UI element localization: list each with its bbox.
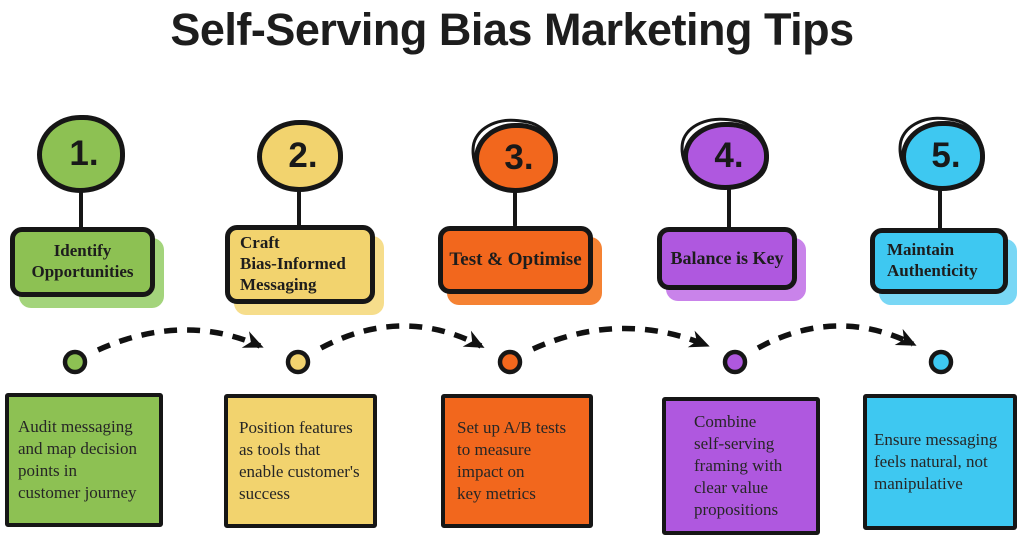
step-1-dot xyxy=(62,349,88,375)
step-1-note: Audit messaging and map decision points … xyxy=(18,416,137,503)
step-4-note: Combine self-serving framing with clear … xyxy=(694,411,783,520)
step-3-note-box: Set up A/B tests to measure impact on ke… xyxy=(441,394,593,528)
step-4-note-box: Combine self-serving framing with clear … xyxy=(662,397,820,535)
step-1-note-box: Audit messaging and map decision points … xyxy=(5,393,163,527)
step-5-title: Maintain Authenticity xyxy=(887,240,978,280)
step-1-connector-line xyxy=(79,189,83,229)
step-5-number: 5. xyxy=(931,136,961,175)
step-4-connector-line xyxy=(727,187,731,229)
step-5-note-box: Ensure messaging feels natural, not mani… xyxy=(863,394,1017,530)
step-2-note-box: Position features as tools that enable c… xyxy=(224,394,377,528)
arrow-1 xyxy=(96,327,264,353)
step-5-note: Ensure messaging feels natural, not mani… xyxy=(874,429,998,494)
step-3-number-circle: 3. xyxy=(474,123,558,193)
step-2-title: Craft Bias-Informed Messaging xyxy=(240,233,346,294)
step-5-number-circle: 5. xyxy=(901,121,985,191)
step-3-note: Set up A/B tests to measure impact on ke… xyxy=(457,417,567,504)
step-2-number-circle: 2. xyxy=(257,120,343,192)
arrow-2 xyxy=(319,323,485,351)
page-title: Self-Serving Bias Marketing Tips xyxy=(170,4,854,55)
step-3-dot xyxy=(497,349,523,375)
step-4-number-circle: 4. xyxy=(683,122,769,190)
arrow-3 xyxy=(531,325,710,352)
step-3-number: 3. xyxy=(504,138,534,177)
step-5-title-box: Maintain Authenticity xyxy=(870,228,1008,294)
step-1-title-box: Identify Opportunities xyxy=(10,227,155,297)
step-1-title: Identify Opportunities xyxy=(31,241,134,281)
arrow-4 xyxy=(756,323,917,351)
step-2-connector-line xyxy=(297,188,301,227)
step-5-dot xyxy=(928,349,954,375)
step-2-number: 2. xyxy=(288,136,318,175)
step-4-dot xyxy=(722,349,748,375)
step-3-title-box: Test & Optimise xyxy=(438,226,593,294)
step-2-title-box: Craft Bias-Informed Messaging xyxy=(225,225,375,304)
step-4-number: 4. xyxy=(714,136,744,175)
step-5-connector-line xyxy=(938,187,942,230)
step-4-title-box: Balance is Key xyxy=(657,227,797,290)
step-2-dot xyxy=(285,349,311,375)
step-3-title: Test & Optimise xyxy=(449,249,582,271)
step-3-connector-line xyxy=(513,189,517,227)
step-1-number: 1. xyxy=(69,134,99,173)
step-4-title: Balance is Key xyxy=(670,247,784,268)
step-2-note: Position features as tools that enable c… xyxy=(239,417,360,504)
step-1-number-circle: 1. xyxy=(37,115,125,193)
